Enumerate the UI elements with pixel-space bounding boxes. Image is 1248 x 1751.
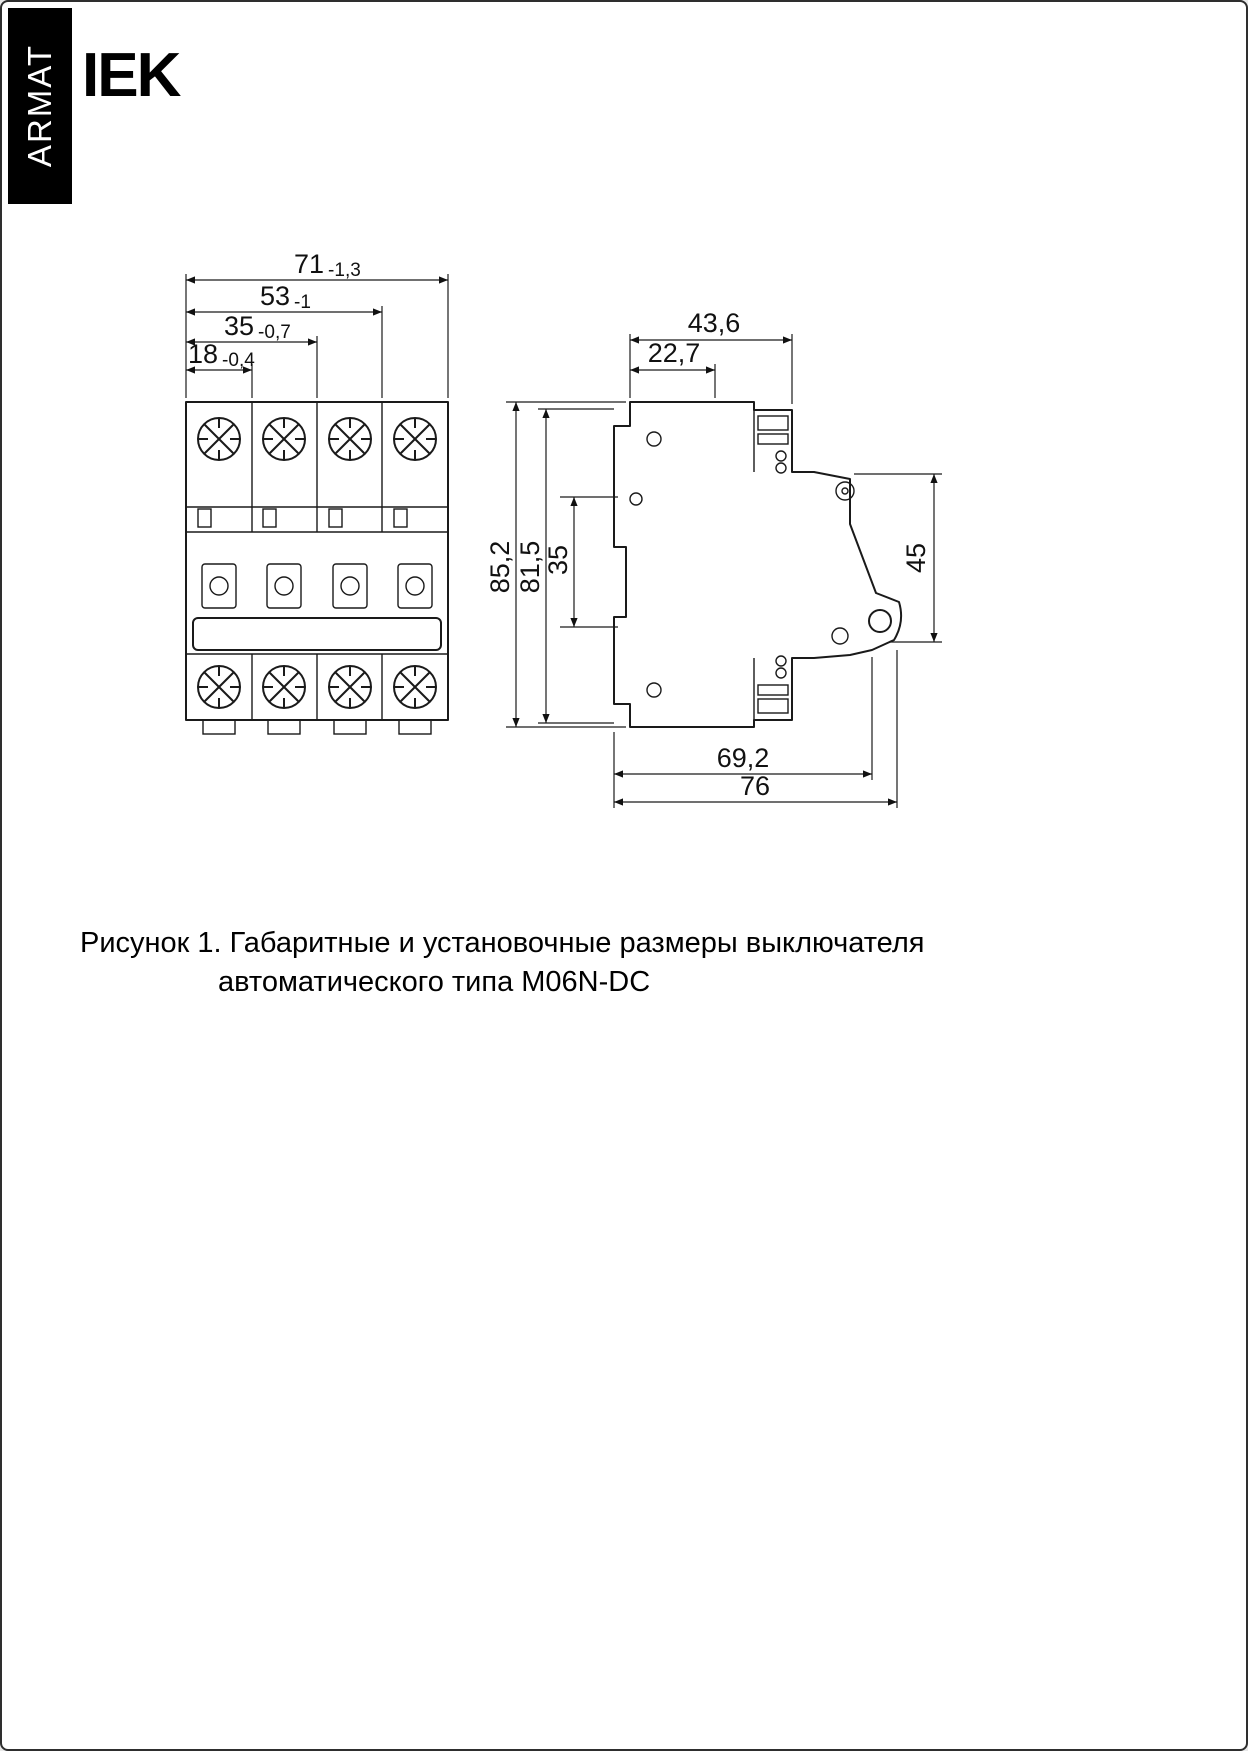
dim-text-69-2: 69,2 (717, 743, 770, 773)
breaker-body-side (613, 401, 903, 728)
front-extension-lines (185, 274, 449, 398)
side-view-dimensions: 43,6 22,7 85,2 81,5 35 45 (485, 308, 942, 808)
clamp-notches (197, 508, 408, 528)
technical-drawing: 71-1,3 53-1 35-0,7 18-0,4 (185, 249, 942, 808)
dim-text-81-5: 81,5 (515, 541, 545, 594)
handle-windows (201, 563, 433, 609)
dim-text-76: 76 (740, 771, 770, 801)
dim-text-22-7: 22,7 (648, 338, 701, 368)
dim-text-43-6: 43,6 (688, 308, 741, 338)
side-bottom-extensions (613, 650, 898, 808)
front-view (185, 401, 449, 735)
pole-dividers (186, 402, 448, 720)
figure-caption: Рисунок 1. Габаритные и установочные раз… (80, 924, 924, 1002)
bottom-tabs (202, 719, 432, 735)
front-view-dimensions: 71-1,3 53-1 35-0,7 18-0,4 (185, 249, 449, 398)
side-right-extensions (854, 473, 942, 643)
dim-text-18: 18-0,4 (188, 339, 255, 371)
toggle-handle-circle (868, 609, 892, 633)
side-internal-details (629, 410, 855, 720)
caption-line-2: автоматического типа M06N-DC (218, 966, 651, 998)
caption-line-1: Рисунок 1. Габаритные и установочные раз… (80, 927, 925, 959)
dim-text-71: 71-1,3 (294, 249, 361, 281)
brand-vertical-text: ARMAT (21, 44, 58, 168)
dim-text-85-2: 85,2 (485, 541, 515, 594)
dim-text-35: 35-0,7 (224, 311, 291, 343)
iek-logo: IEK (82, 41, 181, 110)
dim-text-53: 53-1 (260, 281, 311, 313)
side-view (613, 401, 903, 728)
dim-text-35-side: 35 (543, 545, 573, 575)
dim-text-45: 45 (901, 543, 931, 573)
brand-banner: ARMAT (8, 8, 72, 204)
side-left-extensions (506, 401, 626, 728)
handle-tie-bar (192, 617, 442, 651)
